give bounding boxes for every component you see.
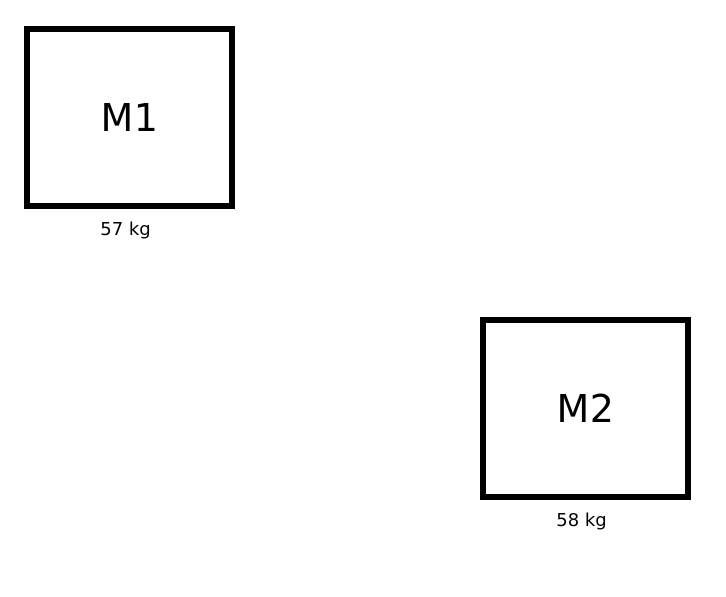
mass-block-m1: M1 bbox=[24, 26, 235, 209]
mass-label-m2: M2 bbox=[556, 386, 615, 431]
mass-block-m2: M2 bbox=[480, 317, 691, 500]
mass-weight-m1: 57 kg bbox=[100, 219, 151, 240]
mass-label-m1: M1 bbox=[100, 95, 159, 140]
mass-weight-m2: 58 kg bbox=[556, 510, 607, 531]
